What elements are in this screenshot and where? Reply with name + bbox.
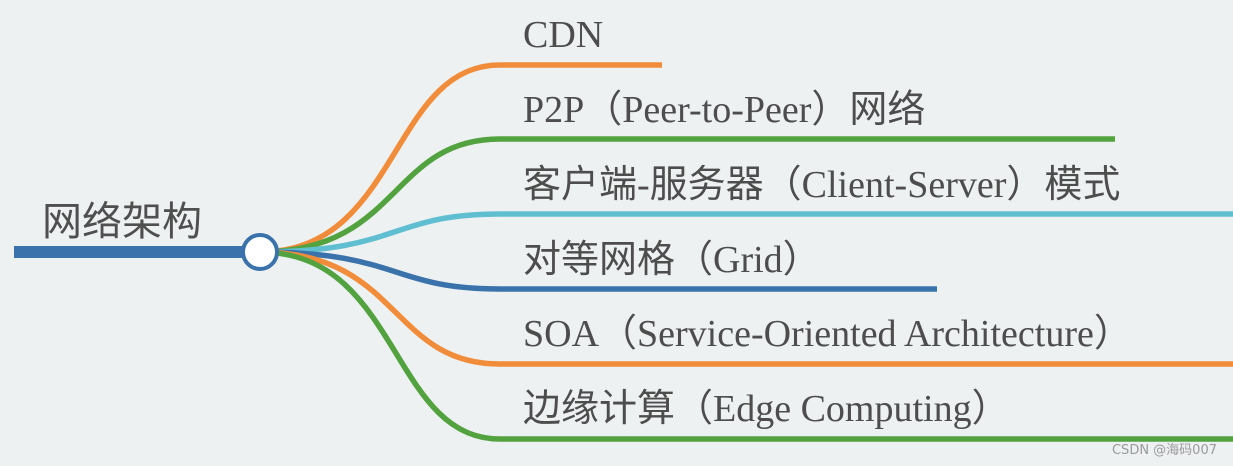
hub-node [241,233,279,271]
branch-label-grid: 对等网格（Grid） [523,239,821,281]
branch-connector-p2p [259,136,1115,255]
branch-label-cdn: CDN [523,14,604,56]
branch-label-client-server: 客户端-服务器（Client-Server）模式 [523,164,1121,206]
branch-label-edge-computing: 边缘计算（Edge Computing） [523,388,1010,430]
root-topic-label: 网络架构 [42,199,202,245]
branch-connector-soa [259,249,1233,367]
branch-label-p2p: P2P（Peer-to-Peer）网络 [523,89,926,131]
branch-connector-grid [259,249,937,292]
branch-connector-cdn [259,62,662,255]
watermark: CSDN @海码007 [1111,443,1217,458]
branch-connector-client-server [259,211,1233,255]
branch-label-soa: SOA（Service-Oriented Architecture） [523,313,1132,355]
branch-connector-edge-computing [259,249,1233,442]
